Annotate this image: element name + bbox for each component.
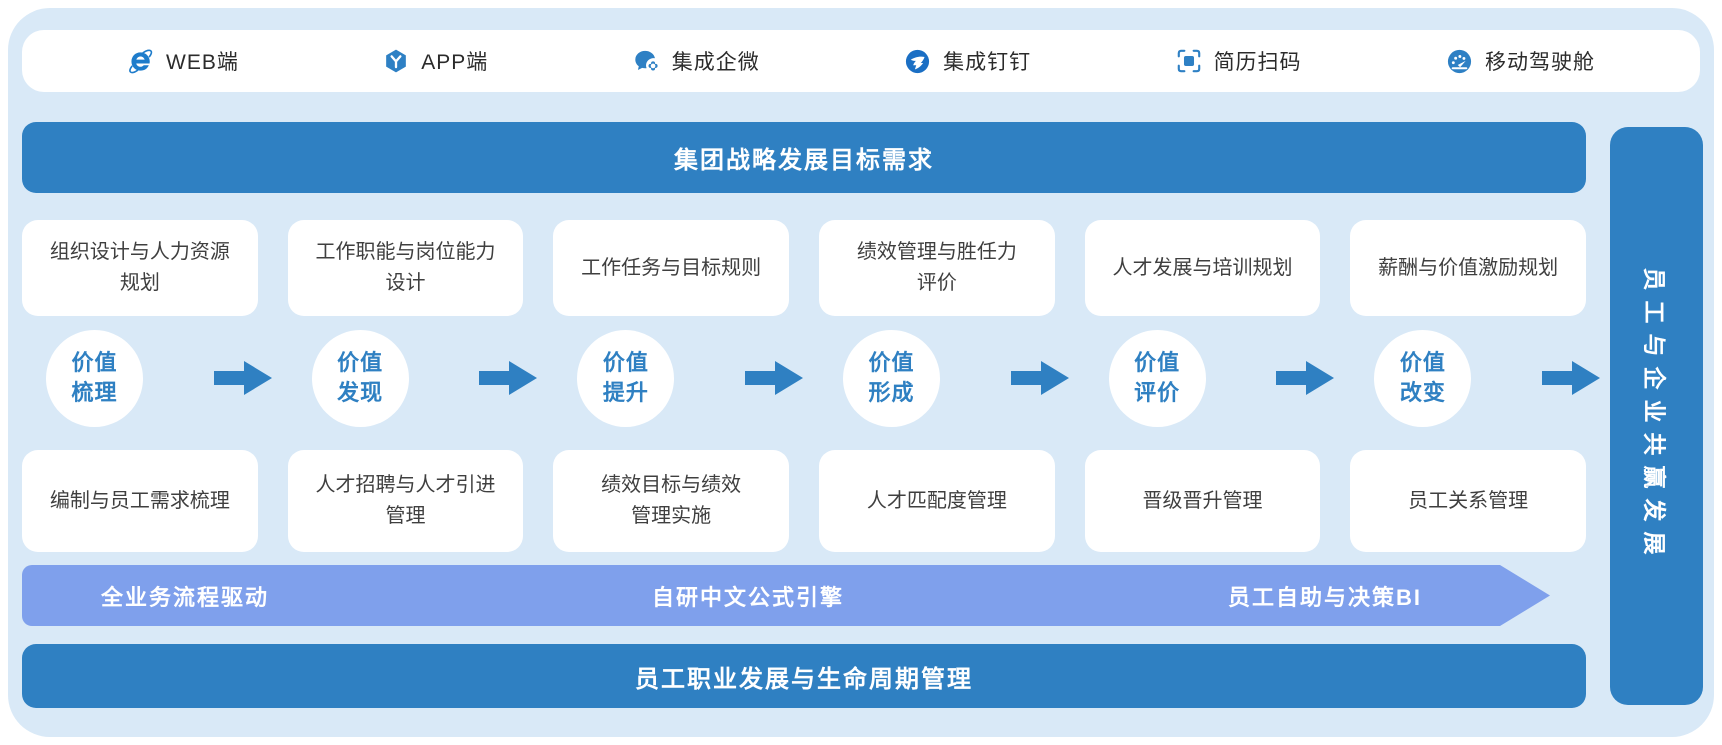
- card-job-function: 工作职能与岗位能力设计: [287, 220, 524, 316]
- strategy-banner: 集团战略发展目标需求: [22, 122, 1586, 193]
- lifecycle-banner-text: 员工职业发展与生命周期管理: [635, 665, 973, 693]
- process-label-workflow: 全业务流程驱动: [100, 584, 270, 610]
- lifecycle-banner: 员工职业发展与生命周期管理: [22, 644, 1586, 708]
- card-employee-relations: 员工关系管理: [1350, 450, 1586, 552]
- stage-circle-value-formation: 价值 形成: [843, 329, 940, 427]
- stage-cell: 价值 形成: [819, 328, 1069, 428]
- stage-circle-value-change: 价值 改变: [1374, 329, 1472, 427]
- platform-item-wecom: 集成企微: [633, 46, 760, 76]
- stage-circle-value-improvement: 价值 提升: [577, 329, 675, 427]
- flow-arrow-icon: [745, 361, 803, 395]
- process-chevron-banner: 全业务流程驱动 自研中文公式引擎 员工自助与决策BI: [22, 565, 1550, 626]
- stage-circle-value-evaluation: 价值 评价: [1108, 329, 1206, 427]
- card-talent-training: 人才发展与培训规划: [1084, 220, 1321, 316]
- flow-arrow-icon: [1542, 361, 1600, 395]
- stage-cell: 价值 梳理: [22, 328, 272, 428]
- stage-cell: 价值 改变: [1350, 328, 1600, 428]
- platform-label: 简历扫码: [1213, 51, 1302, 74]
- flow-arrow-icon: [213, 361, 272, 395]
- stage-circle-value-sorting: 价值 梳理: [46, 329, 143, 427]
- card-talent-matching: 人才匹配度管理: [819, 450, 1055, 552]
- resume-scan-icon: [1176, 48, 1202, 74]
- card-recruitment: 人才招聘与人才引进管理: [287, 450, 524, 552]
- flow-arrow-icon: [1276, 361, 1335, 395]
- win-win-vertical-bar: 员工与企业共赢发展: [1610, 127, 1703, 705]
- card-task-goal: 工作任务与目标规则: [553, 220, 789, 316]
- planning-cards-row: 组织设计与人力资源规划 工作职能与岗位能力设计 工作任务与目标规则 绩效管理与胜…: [22, 220, 1586, 316]
- card-performance-implementation: 绩效目标与绩效管理实施: [553, 450, 789, 552]
- card-compensation-incentive: 薪酬与价值激励规划: [1350, 220, 1586, 316]
- platform-label: 集成企微: [671, 51, 760, 74]
- flow-arrow-icon: [1010, 361, 1069, 395]
- platform-label: 集成钉钉: [943, 51, 1032, 74]
- platform-bar: WEB端 APP端 集成企微: [22, 30, 1700, 92]
- process-label-formula-engine: 自研中文公式引擎: [651, 584, 845, 610]
- stage-cell: 价值 提升: [553, 328, 803, 428]
- app-box-icon: [383, 48, 409, 74]
- platform-label: 移动驾驶舱: [1484, 51, 1595, 74]
- flow-arrow-icon: [479, 361, 538, 395]
- platform-item-dingtalk: 集成钉钉: [904, 46, 1031, 76]
- stage-cell: 价值 评价: [1085, 328, 1335, 428]
- card-promotion: 晋级晋升管理: [1084, 450, 1321, 552]
- win-win-vertical-text: 员工与企业共赢发展: [1641, 267, 1668, 565]
- strategy-banner-text: 集团战略发展目标需求: [674, 147, 934, 174]
- value-stages-row: 价值 梳理 价值 发现 价值 提升 价值 形成 价值 评价 价值: [22, 328, 1600, 428]
- stage-cell: 价值 发现: [288, 328, 538, 428]
- platform-item-dashboard: 移动驾驶舱: [1446, 46, 1595, 76]
- ie-browser-icon: [127, 48, 154, 75]
- wecom-chat-icon: [633, 48, 660, 75]
- process-label-self-service-bi: 员工自助与决策BI: [1227, 584, 1423, 610]
- dingtalk-icon: [904, 48, 931, 75]
- platform-label: WEB端: [166, 51, 239, 74]
- platform-label: APP端: [421, 51, 489, 74]
- execution-cards-row: 编制与员工需求梳理 人才招聘与人才引进管理 绩效目标与绩效管理实施 人才匹配度管…: [22, 450, 1586, 552]
- mobile-dashboard-icon: [1446, 48, 1473, 75]
- platform-item-app: APP端: [383, 46, 488, 76]
- card-org-design: 组织设计与人力资源规划: [22, 220, 258, 316]
- platform-item-resume-scan: 简历扫码: [1176, 46, 1302, 76]
- platform-item-web: WEB端: [127, 46, 239, 76]
- card-staffing-needs: 编制与员工需求梳理: [22, 450, 258, 552]
- stage-circle-value-discovery: 价值 发现: [311, 329, 409, 427]
- card-performance-competency: 绩效管理与胜任力评价: [819, 220, 1055, 316]
